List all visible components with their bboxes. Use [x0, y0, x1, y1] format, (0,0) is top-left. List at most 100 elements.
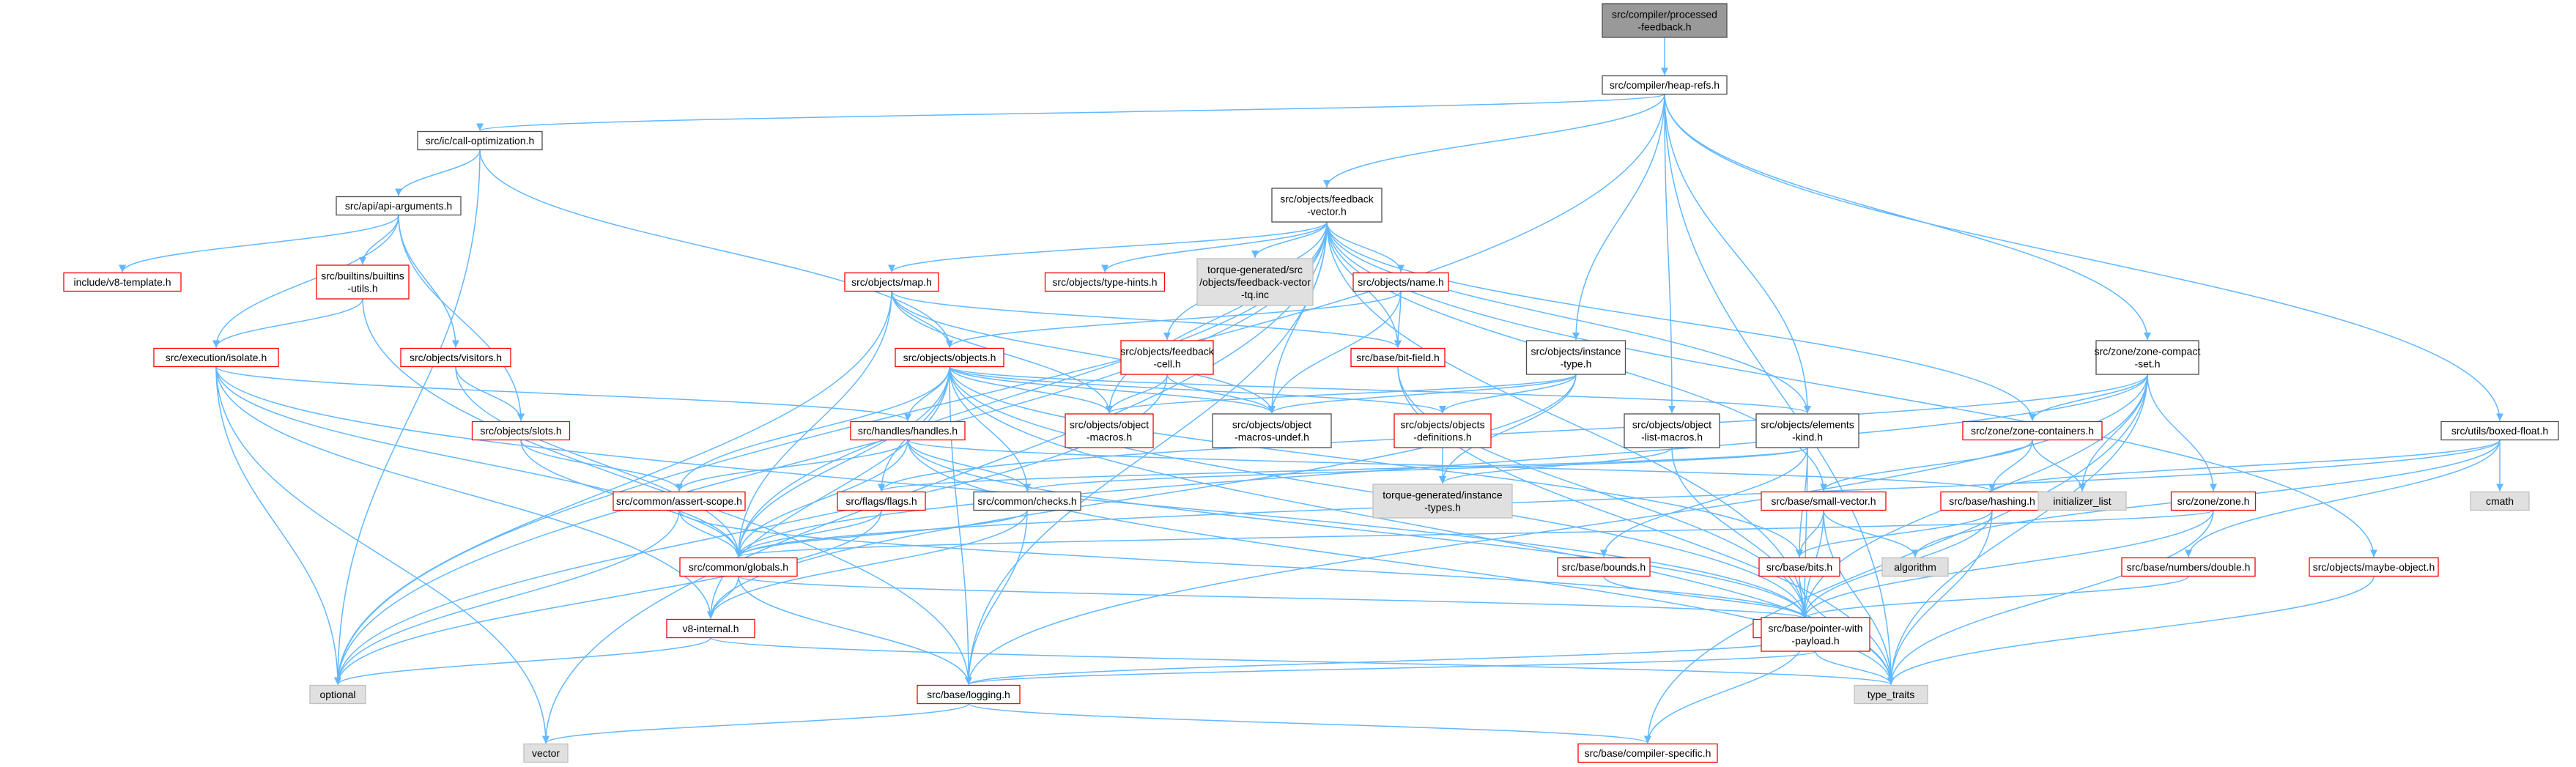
node-label: src/objects/name.h — [1358, 276, 1444, 288]
node-handles[interactable]: src/handles/handles.h — [850, 420, 966, 441]
node-zone_containers[interactable]: src/zone/zone-containers.h — [1962, 420, 2103, 441]
edge-obj_objects-to-logging — [949, 366, 972, 685]
node-compiler_specific[interactable]: src/base/compiler-specific.h — [1577, 743, 1718, 763]
node-obj_name[interactable]: src/objects/name.h — [1352, 272, 1449, 292]
node-cmath[interactable]: cmath — [2470, 491, 2530, 511]
node-v8_internal[interactable]: v8-internal.h — [666, 618, 755, 639]
edges-layer — [119, 37, 2503, 744]
node-zone_compact[interactable]: src/zone/zone-compact-set.h — [2095, 340, 2201, 375]
edge-api_args-to-obj_slots — [398, 215, 525, 421]
edge-obj_visitors-to-obj_slots — [455, 366, 525, 421]
node-label: src/base/bounds.h — [1562, 561, 1646, 573]
node-elements_kind[interactable]: src/objects/elements-kind.h — [1755, 413, 1859, 448]
edge-elements_kind-to-macros — [1801, 447, 1809, 619]
edge-hashing-to-type_traits — [1887, 510, 1993, 685]
node-hashing[interactable]: src/base/hashing.h — [1940, 491, 2044, 511]
node-obj_visitors[interactable]: src/objects/visitors.h — [400, 347, 511, 368]
node-label: -list-macros.h — [1641, 431, 1703, 443]
node-v8_template[interactable]: include/v8-template.h — [63, 272, 182, 292]
node-label: -payload.h — [1791, 635, 1839, 647]
node-label: -feedback.h — [1637, 21, 1691, 33]
node-assert_scope[interactable]: src/common/assert-scope.h — [612, 491, 746, 511]
node-box — [1044, 272, 1166, 292]
node-vector[interactable]: vector — [523, 743, 569, 763]
edge-api_args-to-builtins_utils — [359, 215, 399, 265]
node-label: src/utils/boxed-float.h — [2451, 425, 2548, 437]
node-obj_list_macros[interactable]: src/objects/object-list-macros.h — [1624, 413, 1720, 448]
node-label: src/objects/type-hints.h — [1052, 276, 1157, 288]
edge-elements_kind-to-flags — [878, 447, 1808, 492]
node-box — [917, 684, 1021, 705]
node-type_traits[interactable]: type_traits — [1854, 684, 1928, 705]
node-flags[interactable]: src/flags/flags.h — [837, 491, 926, 511]
node-box — [1352, 272, 1449, 292]
edge-zone_containers-to-small_vector — [1820, 440, 2033, 492]
node-box — [1761, 617, 1870, 652]
node-builtins_utils[interactable]: src/builtins/builtins-utils.h — [316, 264, 410, 300]
node-obj_defs[interactable]: src/objects/objects-definitions.h — [1394, 413, 1492, 448]
node-type_hints[interactable]: src/objects/type-hints.h — [1044, 272, 1166, 292]
node-label: src/base/bit-field.h — [1356, 352, 1440, 363]
edge-inst_type-to-obj_macros_undef — [1268, 374, 1577, 414]
node-label: src/objects/object — [1070, 419, 1149, 431]
node-label: src/objects/visitors.h — [410, 352, 502, 363]
node-logging[interactable]: src/base/logging.h — [917, 684, 1021, 705]
node-algorithm[interactable]: algorithm — [1881, 557, 1949, 577]
node-torque_it[interactable]: torque-generated/instance-types.h — [1372, 483, 1513, 519]
node-box — [666, 618, 755, 639]
node-boxed_float[interactable]: src/utils/boxed-float.h — [2440, 420, 2559, 441]
node-obj_slots[interactable]: src/objects/slots.h — [471, 420, 571, 441]
node-box — [1758, 557, 1840, 577]
node-inst_type[interactable]: src/objects/instance-type.h — [1525, 340, 1626, 375]
node-api_args[interactable]: src/api/api-arguments.h — [336, 196, 462, 216]
edge-zone_h-to-type_traits — [1887, 510, 2214, 685]
node-label: src/compiler/processed — [1612, 9, 1717, 21]
node-obj_map[interactable]: src/objects/map.h — [844, 272, 939, 292]
node-label: src/base/pointer-with — [1768, 623, 1862, 634]
node-box — [2095, 340, 2199, 375]
node-label: src/objects/feedback — [1280, 193, 1374, 205]
edge-assert_scope-to-macros — [678, 510, 1808, 619]
node-label: optional — [319, 689, 355, 700]
node-bits[interactable]: src/base/bits.h — [1758, 557, 1840, 577]
edge-obj_visitors-to-globals — [455, 366, 742, 557]
node-call_opt[interactable]: src/ic/call-optimization.h — [417, 130, 543, 151]
node-bit_field[interactable]: src/base/bit-field.h — [1350, 347, 1446, 368]
node-label: -set.h — [2134, 358, 2160, 370]
node-init_list[interactable]: initializer_list — [2038, 491, 2127, 511]
node-optional[interactable]: optional — [309, 684, 366, 705]
node-obj_macros[interactable]: src/objects/object-macros.h — [1065, 413, 1154, 448]
node-box — [1602, 75, 1728, 95]
node-box — [2121, 557, 2256, 577]
node-box — [1624, 413, 1720, 448]
node-feedback_vector[interactable]: src/objects/feedback-vector.h — [1271, 188, 1383, 223]
node-exec_isolate[interactable]: src/execution/isolate.h — [153, 347, 279, 368]
node-small_vector[interactable]: src/base/small-vector.h — [1761, 491, 1887, 511]
edge-ptr_payload-to-logging — [965, 651, 1816, 686]
node-fb_cell[interactable]: src/objects/feedback-cell.h — [1120, 340, 1215, 375]
edge-obj_map-to-obj_objects — [891, 291, 953, 348]
node-globals[interactable]: src/common/globals.h — [679, 557, 798, 577]
edge-obj_objects-to-elements_kind — [949, 366, 1811, 414]
node-zone_h[interactable]: src/zone/zone.h — [2170, 491, 2257, 511]
edge-obj_objects-to-bits — [949, 366, 1803, 557]
edge-zone_compact-to-zone_h — [2147, 374, 2217, 492]
node-checks[interactable]: src/common/checks.h — [973, 491, 1081, 511]
node-torque_fv[interactable]: torque-generated/src/objects/feedback-ve… — [1196, 258, 1314, 306]
node-obj_macros_undef[interactable]: src/objects/object-macros-undef.h — [1212, 413, 1332, 448]
edge-fb_cell-to-obj_macros_undef — [1166, 374, 1276, 414]
node-obj_objects[interactable]: src/objects/objects.h — [895, 347, 1004, 368]
node-label: src/zone/zone.h — [2177, 495, 2250, 507]
node-label: src/objects/objects — [1400, 419, 1484, 431]
node-double[interactable]: src/base/numbers/double.h — [2121, 557, 2256, 577]
edge-handles-to-assert_scope — [676, 440, 908, 492]
node-ptr_payload[interactable]: src/base/pointer-with-payload.h — [1761, 617, 1870, 652]
node-box — [1065, 413, 1154, 448]
node-box — [1854, 684, 1928, 705]
node-heap_refs[interactable]: src/compiler/heap-refs.h — [1602, 75, 1728, 95]
node-feedback_processed[interactable]: src/compiler/processed-feedback.h — [1602, 3, 1728, 38]
edge-obj_name-to-bit_field — [1394, 291, 1402, 348]
node-box — [316, 264, 410, 300]
node-maybe_object[interactable]: src/objects/maybe-object.h — [2309, 557, 2439, 577]
node-bounds[interactable]: src/base/bounds.h — [1557, 557, 1651, 577]
